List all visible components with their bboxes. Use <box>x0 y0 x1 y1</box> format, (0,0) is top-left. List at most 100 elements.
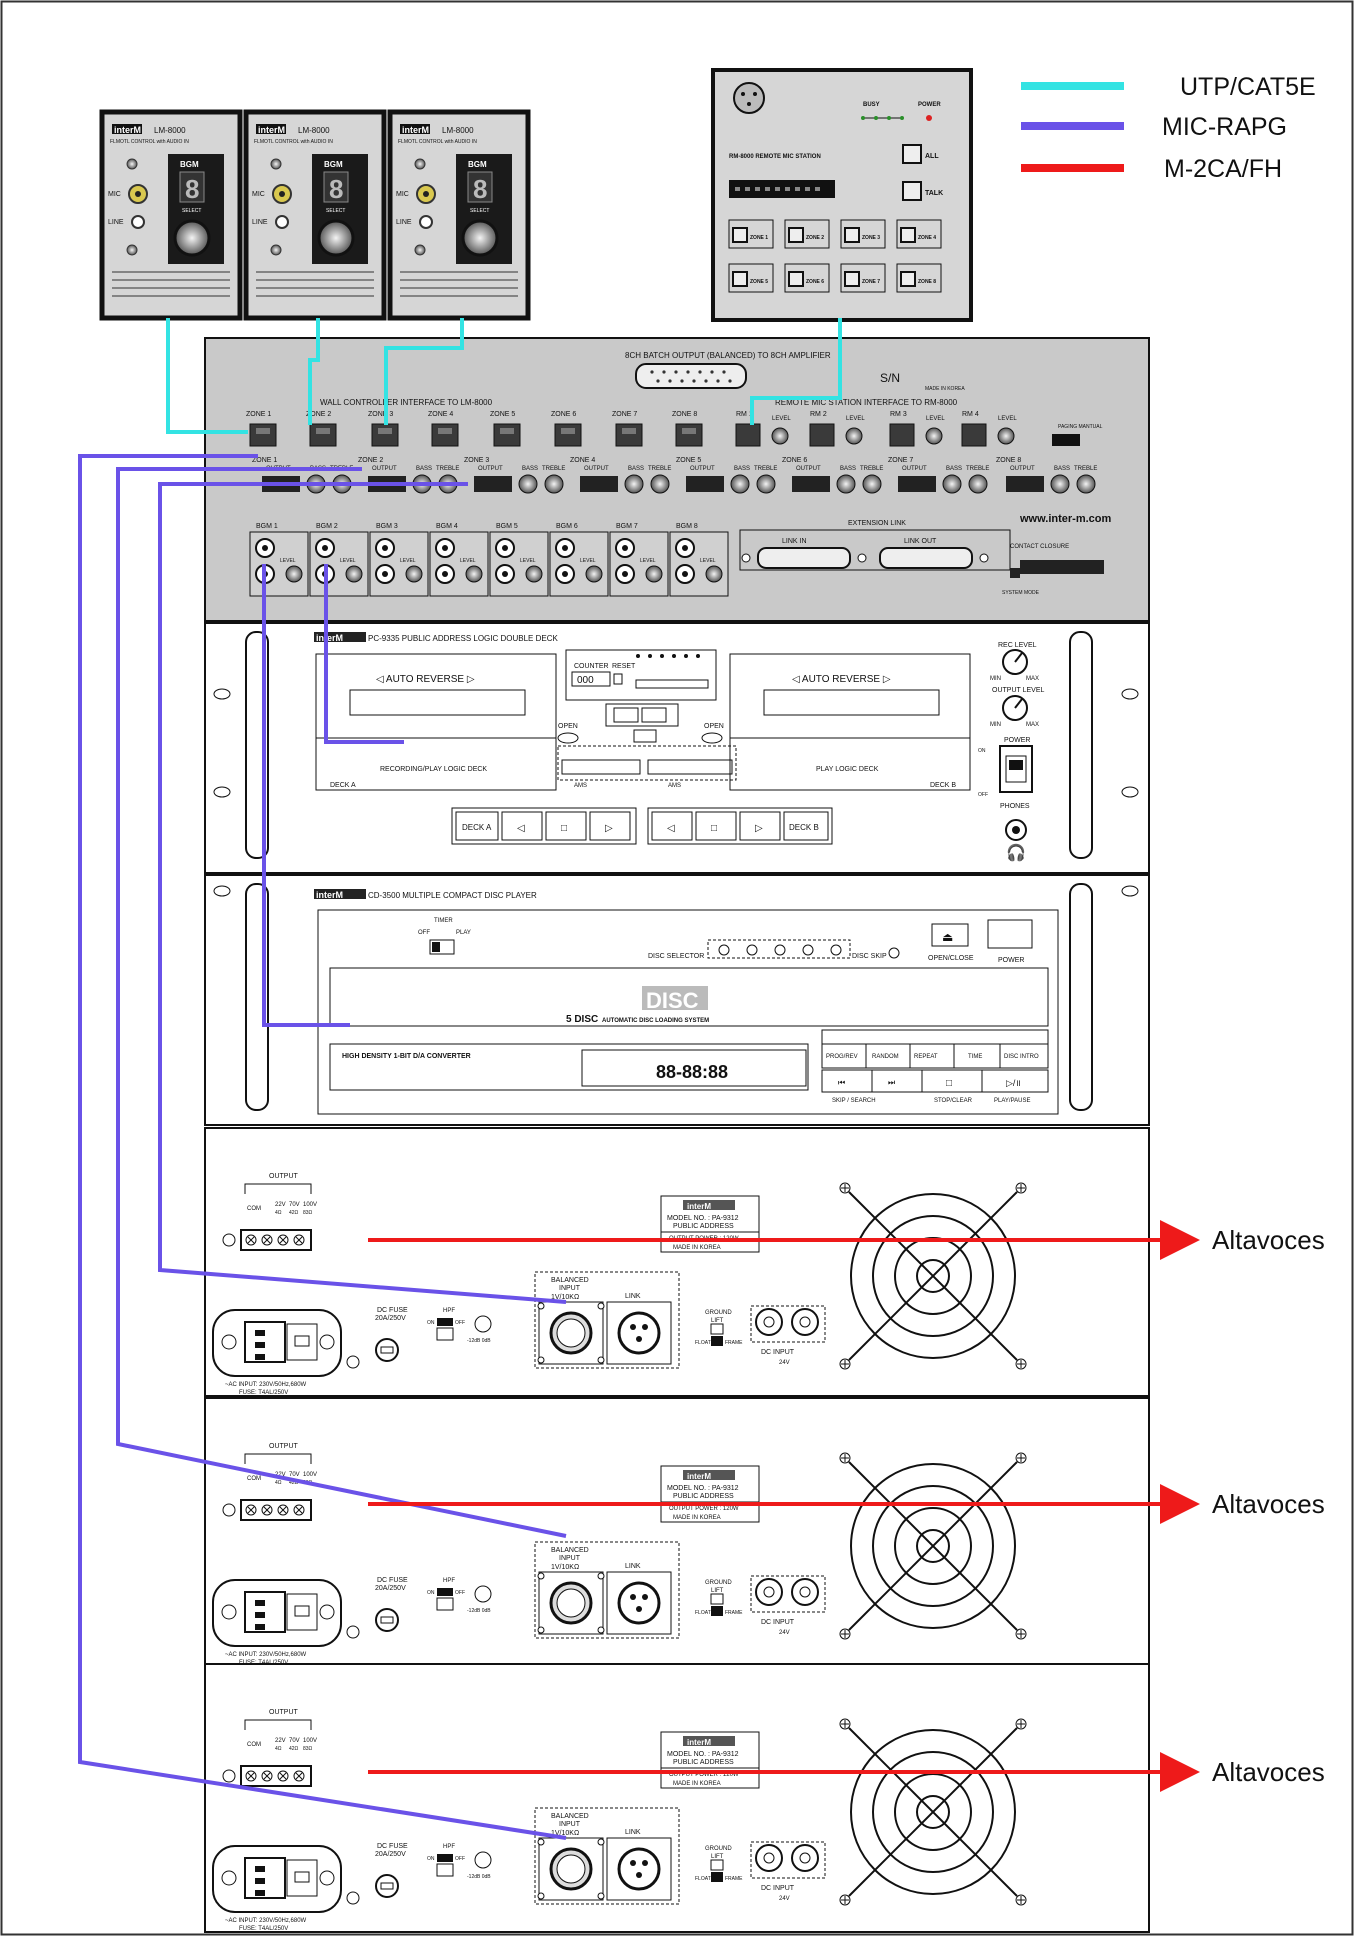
svg-text:DC INPUT: DC INPUT <box>761 1885 795 1892</box>
deck-b-rewind-button[interactable] <box>651 811 693 841</box>
svg-text:AMS: AMS <box>574 783 587 789</box>
svg-text:ZONE 5: ZONE 5 <box>676 457 701 464</box>
svg-text:BGM 1: BGM 1 <box>256 523 278 530</box>
deck-a-open: OPEN <box>558 723 578 730</box>
line-jack-icon <box>131 215 145 229</box>
svg-text:▷: ▷ <box>605 823 613 834</box>
svg-text:LINK OUT: LINK OUT <box>904 538 937 545</box>
svg-text:OFF: OFF <box>418 930 430 936</box>
reset-label: RESET <box>612 663 636 670</box>
deck-a-stop-button[interactable] <box>545 811 587 841</box>
svg-text:BALANCED: BALANCED <box>551 1277 589 1284</box>
svg-text:TREBLE: TREBLE <box>648 466 671 472</box>
db25-output-connector <box>635 363 747 389</box>
svg-text:LIFT: LIFT <box>711 1318 724 1324</box>
deck-b-stop-button[interactable] <box>695 811 737 841</box>
svg-text:LEVEL: LEVEL <box>280 558 296 564</box>
legend: UTP/CAT5E MIC-RAPG M-2CA/FH <box>1021 73 1316 183</box>
disc-1-button[interactable] <box>718 944 730 956</box>
svg-text:TREBLE: TREBLE <box>754 466 777 472</box>
svg-text:20A/250V: 20A/250V <box>375 1585 406 1592</box>
talk-button[interactable] <box>902 181 922 201</box>
svg-text:ZONE 7: ZONE 7 <box>862 279 880 285</box>
svg-text:PHONES: PHONES <box>1000 803 1030 810</box>
zone-button-2[interactable]: ZONE 2 <box>784 219 830 249</box>
all-button[interactable] <box>902 144 922 164</box>
svg-text:BGM 6: BGM 6 <box>556 523 578 530</box>
disc-skip-button[interactable] <box>888 947 900 959</box>
cd-power-button[interactable] <box>987 919 1033 949</box>
zone-button-8[interactable]: ZONE 8 <box>896 263 942 293</box>
svg-text:TREBLE: TREBLE <box>542 466 565 472</box>
zone-button-6[interactable]: ZONE 6 <box>784 263 830 293</box>
deck-b-play-button[interactable] <box>739 811 781 841</box>
zone-port-2: ZONE 2 <box>306 411 337 447</box>
svg-text:LINK: LINK <box>625 1293 641 1300</box>
svg-text:FUSE: T4AL/250V: FUSE: T4AL/250V <box>239 1390 288 1396</box>
svg-text:AMS: AMS <box>668 783 681 789</box>
svg-text:OUTPUT POWER : 120W: OUTPUT POWER : 120W <box>669 1506 739 1512</box>
cassette-title: PC-9335 PUBLIC ADDRESS LOGIC DOUBLE DECK <box>368 634 559 643</box>
deck-a-id: DECK A <box>330 782 356 789</box>
zone-button-4[interactable]: ZONE 4 <box>896 219 942 249</box>
svg-text:MIC: MIC <box>396 191 409 198</box>
svg-text:GROUND: GROUND <box>705 1846 732 1852</box>
svg-text:BGM: BGM <box>324 160 343 169</box>
deck-a-button[interactable] <box>455 811 499 841</box>
deck-a-auto-reverse: ◁ AUTO REVERSE ▷ <box>376 674 475 685</box>
svg-text:22V: 22V <box>275 1472 286 1478</box>
disc-5-button[interactable] <box>830 944 842 956</box>
svg-text:HPF: HPF <box>443 1578 455 1584</box>
svg-text:FLMOTL CONTROL with AUDIO IN: FLMOTL CONTROL with AUDIO IN <box>398 139 477 145</box>
zone-button-3[interactable]: ZONE 3 <box>840 219 886 249</box>
svg-text:OUTPUT: OUTPUT <box>690 466 715 472</box>
svg-text:ZONE 2: ZONE 2 <box>358 457 383 464</box>
svg-text:ZONE 5: ZONE 5 <box>750 279 768 285</box>
disc-logo: DISC <box>646 988 699 1013</box>
zone-button-5[interactable]: ZONE 5 <box>728 263 774 293</box>
svg-text:HIGH DENSITY 1-BIT D/A CONVERT: HIGH DENSITY 1-BIT D/A CONVERTER <box>342 1053 471 1060</box>
zone-button-1[interactable]: ZONE 1 <box>728 219 774 249</box>
svg-text:ZONE 8: ZONE 8 <box>996 457 1021 464</box>
svg-text:ZONE 2: ZONE 2 <box>306 411 331 418</box>
selector-knob-icon <box>317 219 355 257</box>
open-close-button[interactable] <box>931 923 969 947</box>
svg-text:OFF: OFF <box>978 792 988 798</box>
svg-text:8: 8 <box>329 174 343 204</box>
counter-reset-button[interactable] <box>613 673 623 685</box>
deck-b-transport: ◁ □ ▷ DECK B <box>647 807 833 845</box>
deck-a-rewind-button[interactable] <box>501 811 543 841</box>
disc-4-button[interactable] <box>802 944 814 956</box>
zone-port-6: ZONE 6 <box>551 411 582 447</box>
deck-b-button[interactable] <box>783 811 829 841</box>
svg-text:LEVEL: LEVEL <box>400 558 416 564</box>
svg-text:ZONE 1: ZONE 1 <box>750 235 768 241</box>
zone-port-5: ZONE 5 <box>490 411 521 447</box>
svg-text:BALANCED: BALANCED <box>551 1813 589 1820</box>
svg-text:TREBLE: TREBLE <box>966 466 989 472</box>
utp-cables <box>166 318 842 434</box>
wall-panel-3: interM LM-8000 FLMOTL CONTROL with AUDIO… <box>387 109 531 321</box>
wall-interface-label: WALL CONTROLLER INTERFACE TO LM-8000 <box>320 398 493 407</box>
svg-text:RANDOM: RANDOM <box>872 1054 899 1060</box>
deck-a-play-button[interactable] <box>589 811 631 841</box>
svg-text:24V: 24V <box>779 1896 790 1902</box>
disc-3-button[interactable] <box>774 944 786 956</box>
wall-panel-line-label: LINE <box>108 219 124 226</box>
svg-text:COM: COM <box>247 1206 261 1212</box>
contact-closure-label: CONTACT CLOSURE <box>1010 544 1069 550</box>
disc-2-button[interactable] <box>746 944 758 956</box>
svg-text:LEVEL: LEVEL <box>460 558 476 564</box>
svg-text:COM: COM <box>247 1476 261 1482</box>
wall-panel-brand: interM <box>114 125 141 135</box>
xlr-link-icon <box>617 1847 661 1891</box>
svg-text:OFF: OFF <box>455 1590 465 1596</box>
svg-text:LEVEL: LEVEL <box>340 558 356 564</box>
svg-text:MIN: MIN <box>990 676 1001 682</box>
svg-text:100V: 100V <box>303 1202 317 1208</box>
svg-text:LEVEL: LEVEL <box>520 558 536 564</box>
zone-button-7[interactable]: ZONE 7 <box>840 263 886 293</box>
